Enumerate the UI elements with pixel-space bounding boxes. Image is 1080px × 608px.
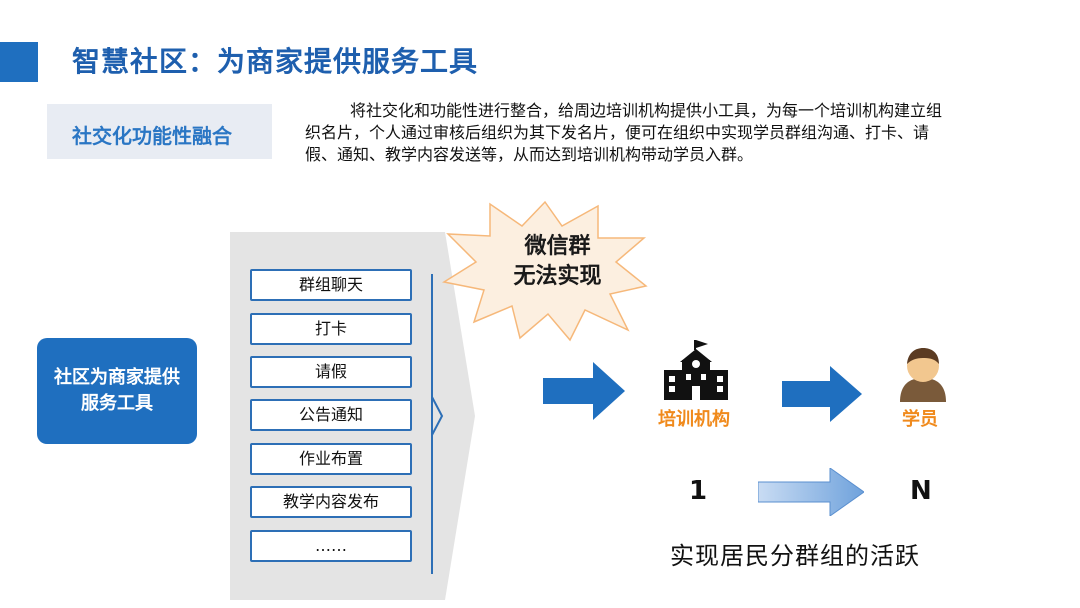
feature-item-leave: 请假 <box>250 356 412 388</box>
feature-item-checkin: 打卡 <box>250 313 412 345</box>
feature-item-more: …… <box>250 530 412 562</box>
page-title: 智慧社区：为商家提供服务工具 <box>72 45 479 78</box>
tag-box <box>47 104 272 159</box>
school-building-icon <box>664 340 728 400</box>
burst-line-2: 无法实现 <box>513 264 602 289</box>
arrow-right-icon-2 <box>782 366 862 422</box>
student-label: 学员 <box>902 409 938 430</box>
institution-label: 培训机构 <box>658 409 730 430</box>
main-service-box: 社区为商家提供服务工具 <box>37 338 197 444</box>
burst-line-1: 微信群 <box>524 234 591 259</box>
student-avatar-icon <box>900 348 946 402</box>
arrow-right-icon <box>543 362 625 420</box>
burst-text: 微信群 无法实现 <box>480 232 635 292</box>
count-many: N <box>910 476 932 506</box>
tag-label: 社交化功能性融合 <box>72 124 232 148</box>
feature-item-notice: 公告通知 <box>250 399 412 431</box>
main-service-label: 社区为商家提供服务工具 <box>54 367 180 414</box>
feature-item-teaching-content: 教学内容发布 <box>250 486 412 518</box>
title-accent-bar <box>0 42 38 82</box>
flow-caption: 实现居民分群组的活跃 <box>670 542 920 570</box>
description-paragraph: 将社交化和功能性进行整合，给周边培训机构提供小工具，为每一个培训机构建立组织名片… <box>305 101 943 164</box>
feature-item-group-chat: 群组聊天 <box>250 269 412 301</box>
starburst-shape <box>442 200 648 342</box>
count-one: 1 <box>689 476 708 506</box>
gradient-arrow-icon <box>758 468 864 516</box>
feature-item-homework: 作业布置 <box>250 443 412 475</box>
